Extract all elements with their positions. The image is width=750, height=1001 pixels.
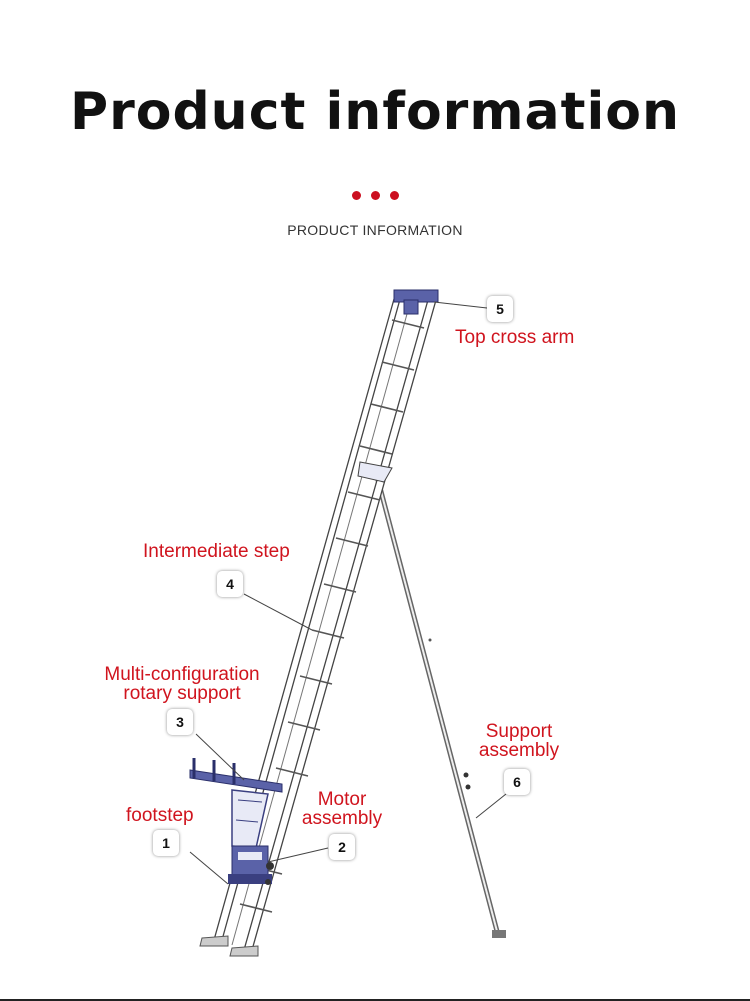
top-bracket <box>403 299 419 315</box>
label-line: Multi-configuration <box>104 664 260 685</box>
motor-assembly <box>228 845 274 885</box>
bottom-divider <box>0 999 750 1001</box>
rotary-support <box>189 758 283 849</box>
ladder-inner-rail <box>231 295 413 946</box>
number-badge-3: 3 <box>167 709 193 735</box>
number-badge-1: 1 <box>153 830 179 856</box>
label-intermediate-step: Intermediate step <box>143 541 290 562</box>
decorative-dots <box>0 185 750 204</box>
support-bolt <box>465 784 471 790</box>
number-badge-4: 4 <box>217 571 243 597</box>
label-line: Motor <box>317 789 367 810</box>
label-line: assembly <box>478 740 560 761</box>
support-foot <box>492 930 506 938</box>
support-bolt <box>428 638 432 642</box>
dot-icon <box>351 191 361 200</box>
dot-icon <box>370 191 380 200</box>
page-title: Product information <box>69 82 681 142</box>
number-badge-5: 5 <box>487 296 513 322</box>
leader-lines <box>189 301 507 885</box>
label-footstep: footstep <box>126 805 194 826</box>
number-badge-6: 6 <box>504 769 530 795</box>
label-support-assembly: Support assembly <box>470 722 568 760</box>
footstep-base-left <box>199 935 229 947</box>
label-rotary-support: Multi-configuration rotary support <box>88 665 276 703</box>
number-badge-2: 2 <box>329 834 355 860</box>
label-motor-assembly: Motor assembly <box>296 790 388 828</box>
support-leg-highlight <box>377 479 499 936</box>
label-line: rotary support <box>123 683 241 704</box>
page-subtitle: PRODUCT INFORMATION <box>287 222 463 238</box>
label-line: assembly <box>301 808 383 829</box>
label-line: Support <box>485 721 553 742</box>
support-bolt <box>463 772 469 778</box>
footstep-base-right <box>229 945 259 957</box>
label-top-cross-arm: Top cross arm <box>455 327 575 348</box>
dot-icon <box>389 191 399 200</box>
support-joint <box>357 461 393 483</box>
